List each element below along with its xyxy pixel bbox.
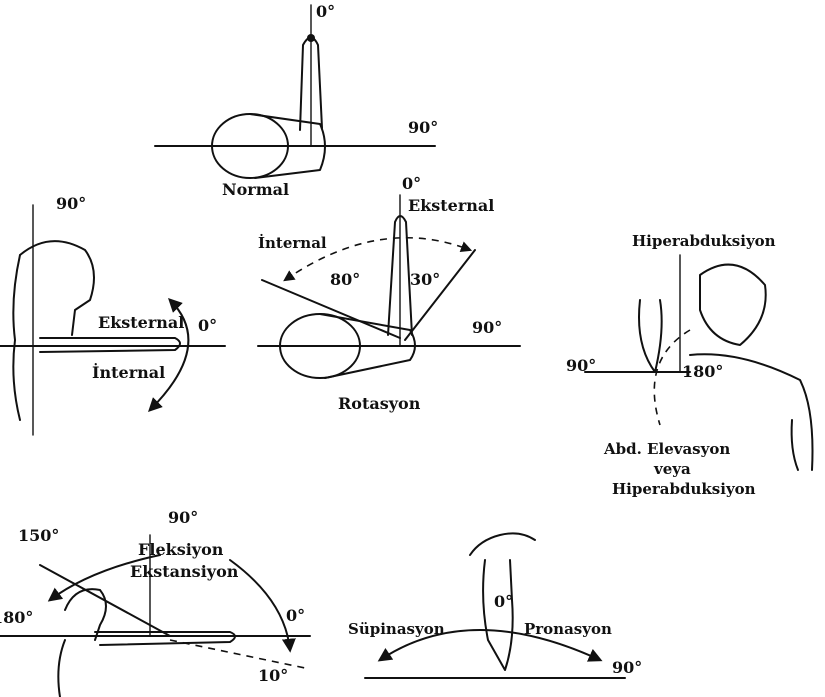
rotation-caption: Rotasyon [338, 396, 420, 412]
rotation-deg-internal: 80° [330, 272, 360, 288]
head-profile [20, 241, 94, 335]
rotation-deg-external: 30° [410, 272, 440, 288]
rotation-deg-right: 90° [472, 320, 502, 336]
rotation-deg-top: 0° [402, 176, 421, 192]
hyperabduction-caption-3: Hiperabduksiyon [612, 482, 756, 497]
normal-deg-top: 0° [316, 4, 335, 20]
hyperabduction-title: Hiperabduksiyon [632, 234, 776, 249]
flexion-deg-0: 0° [286, 608, 305, 624]
flexion-deg-150: 150° [18, 528, 59, 544]
flexion-label-flexion: Fleksiyon [138, 542, 223, 558]
rotation-label-internal: İnternal [258, 236, 327, 251]
hyperabduction-deg-left: 90° [566, 358, 596, 374]
pronation-label: Pronasyon [524, 622, 612, 637]
rotation-panel [258, 195, 520, 378]
normal-caption: Normal [222, 182, 289, 198]
face-front [700, 265, 766, 345]
supination-deg-right: 90° [612, 660, 642, 676]
side-deg-top: 90° [56, 196, 86, 212]
normal-deg-right: 90° [408, 120, 438, 136]
side-deg-mid: 0° [198, 318, 217, 334]
hyperabduction-deg-right: 180° [682, 364, 723, 380]
upper-arm-outline [470, 533, 535, 555]
flexion-deg-top: 90° [168, 510, 198, 526]
supination-label: Süpinasyon [348, 622, 445, 637]
back-outline [13, 255, 20, 420]
flexion-deg-10: 10° [258, 668, 288, 684]
supination-deg-top: 0° [494, 594, 513, 610]
flexion-label-extension: Ekstansiyon [130, 564, 238, 580]
side-label-internal: İnternal [92, 365, 165, 381]
hyperabduction-caption-2: veya [654, 462, 691, 477]
normal-panel [155, 5, 435, 178]
hyperabduction-caption-1: Abd. Elevasyon [604, 442, 730, 457]
side-label-external: Eksternal [98, 315, 184, 331]
flexion-deg-180: 180° [0, 610, 33, 626]
rotation-label-external: Eksternal [408, 198, 494, 214]
